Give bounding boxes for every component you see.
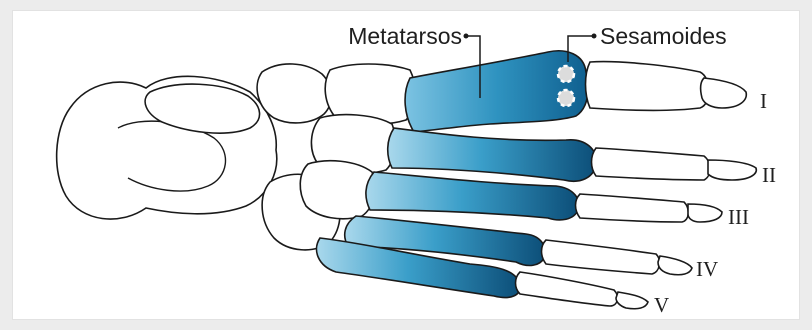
toe-5-proximal-phalanx [516, 272, 618, 306]
toe-label-3: III [728, 205, 749, 229]
sesamoids-leader-dot [592, 34, 597, 39]
toe-1-distal-phalanx [701, 78, 747, 108]
lateral-cuneiform-bone [300, 161, 375, 219]
metatarsal-3-bone [366, 172, 579, 220]
metatarsals-label: Metatarsos [348, 23, 462, 49]
toe-label-1: I [760, 89, 767, 113]
toe-2-proximal-phalanx [592, 148, 711, 180]
toe-label-5: V [654, 293, 669, 317]
toe-1-proximal-phalanx [586, 62, 710, 111]
toe-4-proximal-phalanx [542, 240, 660, 274]
toe-3-distal-phalanx [688, 204, 722, 222]
toe-3-proximal-phalanx [576, 194, 689, 222]
toe-label-2: II [762, 163, 776, 187]
sesamoids-label: Sesamoides [600, 23, 727, 49]
toe-2-distal-phalanx [708, 160, 756, 180]
metatarsals-leader-dot [464, 34, 469, 39]
navicular-bone [257, 64, 331, 123]
toe-label-4: IV [696, 257, 718, 281]
toe-5-distal-phalanx [616, 292, 648, 309]
toe-4-distal-phalanx [658, 256, 692, 275]
metatarsal-2-bone [388, 128, 596, 181]
